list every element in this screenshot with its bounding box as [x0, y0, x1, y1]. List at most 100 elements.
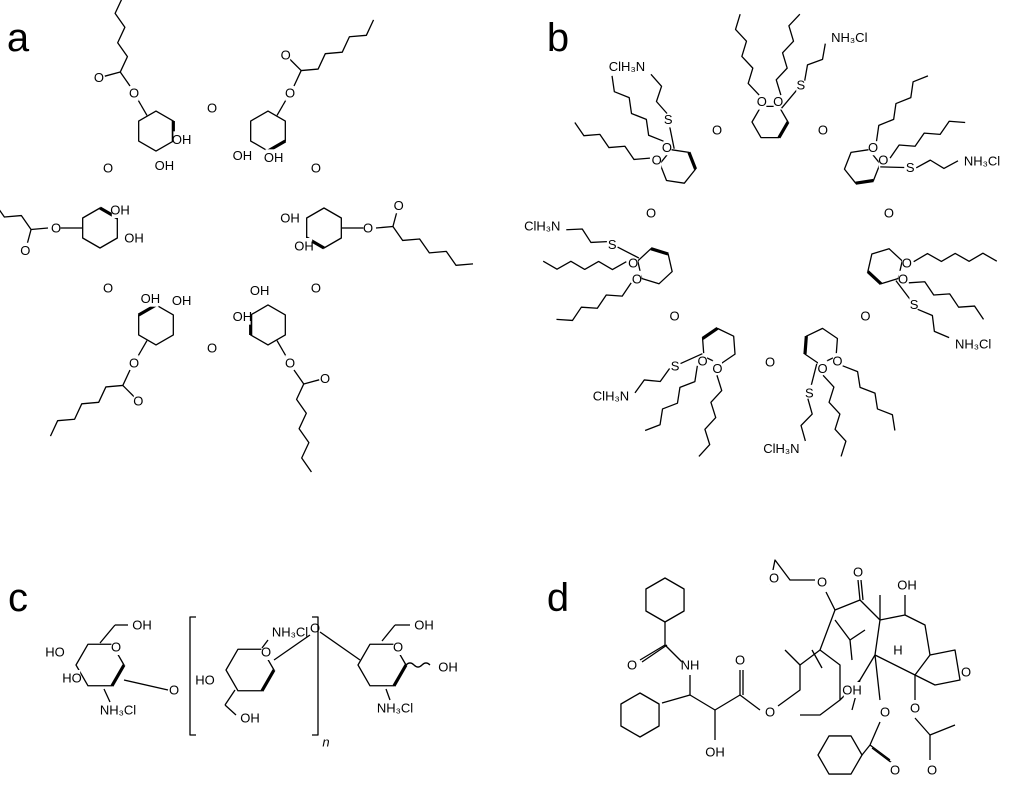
label-background: [868, 139, 878, 156]
label-background: [817, 574, 827, 590]
glycosidic-oxygen-label: O: [818, 123, 828, 138]
carbonyl-oxygen-label: O: [394, 198, 404, 213]
bond-line: [110, 664, 126, 687]
label-background: [796, 77, 806, 94]
label-background: [103, 280, 113, 296]
sulfur-label: S: [608, 237, 617, 252]
carbonyl-oxygen-label: O: [927, 763, 937, 778]
ammonium-chloride-label: NH₃Cl: [377, 701, 413, 716]
bond-line: [224, 704, 237, 716]
alkyl-chain: [650, 73, 668, 114]
alkyl-chain: [49, 369, 131, 437]
glycosidic-oxygen-label: O: [646, 205, 656, 220]
bond-line: [869, 744, 891, 761]
bond-line: [739, 694, 761, 711]
bond-line: [874, 654, 881, 701]
ester-oxygen-label: O: [832, 354, 842, 369]
ammonium-chloride-label: NH₃Cl: [964, 154, 1000, 169]
alkyl-chain: [800, 398, 813, 442]
bond-line: [303, 379, 320, 385]
alkyl-chain: [698, 375, 723, 457]
hydroxyl-label: OH: [438, 660, 458, 675]
label-background: [415, 617, 433, 633]
sulfur-label: S: [797, 78, 806, 93]
sulfur-label: S: [671, 359, 680, 374]
bond-line: [825, 591, 836, 611]
label-background: [890, 762, 900, 778]
label-background: [832, 353, 843, 370]
bond-line: [701, 327, 719, 340]
sulfur-label: S: [906, 160, 915, 175]
bond-line: [714, 694, 741, 711]
label-background: [129, 355, 139, 372]
hydroxyl-label: OH: [897, 578, 917, 593]
alkyl-chain: [889, 120, 966, 159]
amine-label: NH: [681, 658, 700, 673]
phenyl-ring: [817, 735, 863, 775]
ester-oxygen-label: O: [765, 705, 775, 720]
bond-line: [392, 664, 408, 687]
label-background: [830, 29, 869, 46]
label-background: [99, 702, 137, 718]
hydroxyl-label: OH: [110, 203, 130, 218]
carbonyl-oxygen-label: O: [20, 243, 30, 258]
label-background: [133, 392, 143, 409]
alkyl-chain: [293, 369, 312, 473]
bond-line: [617, 246, 640, 259]
label-background: [393, 639, 403, 655]
label-background: [103, 160, 113, 176]
alkyl-chain: [293, 19, 375, 87]
label-background: [261, 644, 271, 660]
core-ring-c: [874, 614, 931, 676]
glycosidic-oxygen-label: O: [765, 355, 775, 370]
label-background: [376, 700, 414, 716]
label-background: [927, 762, 937, 778]
bond-line: [26, 229, 32, 246]
alkyl-chain: [0, 209, 49, 231]
ester-oxygen-label: O: [51, 221, 61, 236]
bond-line: [803, 336, 808, 355]
hydroxyl-label: OH: [132, 618, 152, 633]
bond-line: [641, 644, 668, 663]
label-background: [860, 308, 870, 325]
label-background: [706, 744, 724, 760]
label-background: [697, 353, 708, 370]
bond-line: [811, 649, 823, 669]
sulfur-label: S: [805, 385, 814, 400]
label-background: [607, 236, 617, 253]
ring-oxygen-label: O: [111, 640, 121, 655]
ammonium-chloride-label: NH₃Cl: [100, 703, 136, 718]
glycosidic-oxygen-label: O: [311, 281, 321, 296]
bond-line: [661, 694, 691, 704]
glycosidic-oxygen-label: O: [712, 123, 722, 138]
label-background: [265, 149, 282, 166]
label-background: [111, 639, 121, 655]
label-background: [311, 160, 321, 176]
ester-oxygen-label: O: [757, 94, 767, 109]
label-background: [285, 84, 295, 101]
bond-line: [276, 104, 284, 116]
ester-oxygen-label: O: [632, 271, 642, 286]
bond-line: [276, 340, 284, 352]
label-background: [234, 147, 251, 164]
carbonyl-oxygen-label: O: [94, 70, 104, 85]
label-background: [961, 664, 971, 680]
bond-line: [381, 624, 396, 642]
label-background: [271, 624, 309, 640]
ammonium-chloride-label: ClH₃N: [609, 59, 645, 74]
pyranose-ring: [250, 304, 286, 346]
label-background: [439, 659, 457, 675]
bond-line: [273, 634, 311, 661]
label-background: [133, 617, 151, 633]
bond-line: [895, 280, 911, 301]
hydroxyl-label: OH: [124, 231, 144, 246]
panel-letter-c: c: [8, 576, 28, 620]
label-background: [281, 210, 299, 226]
bond-line: [650, 247, 669, 256]
alkyl-chain: [875, 75, 929, 142]
label-background: [773, 93, 783, 110]
